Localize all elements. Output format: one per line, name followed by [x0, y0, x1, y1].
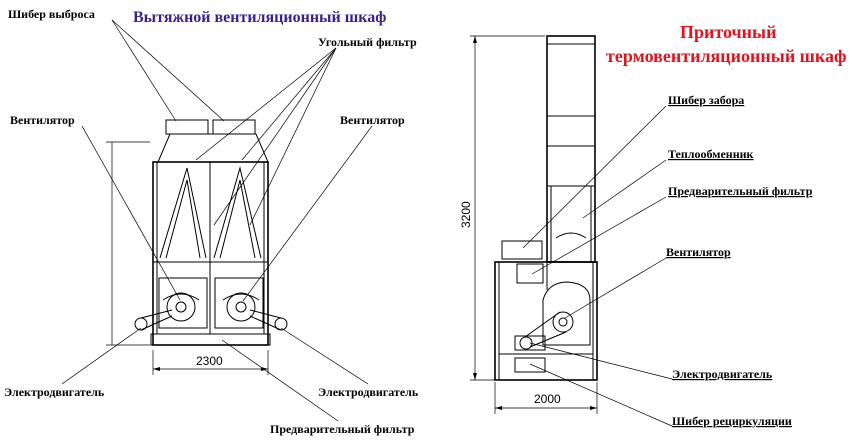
exhaust-width-dimension: 2300 [196, 354, 223, 368]
supply-title-line2: термовентиляционный шкаф [606, 46, 846, 66]
label-prefilter-left: Предварительный фильтр [270, 422, 415, 436]
intake-box [501, 240, 543, 260]
supply-duct [546, 35, 596, 263]
supply-title-line1: Приточный [680, 22, 776, 42]
label-prefilter-right: Предварительный фильтр [668, 184, 813, 198]
exhaust-outlet-right [212, 119, 256, 135]
label-motor-left: Электродвигатель [4, 385, 105, 399]
prefilter-block [516, 263, 544, 284]
label-heat-exchanger: Теплообменник [668, 147, 754, 161]
label-supply-fan: Вентилятор [666, 245, 731, 259]
supply-cabinet: Приточный термовентиляционный шкаф [459, 22, 846, 428]
exhaust-hood [157, 133, 269, 163]
supply-fan-housing [542, 281, 591, 346]
fan-left [166, 292, 196, 322]
label-fan-left: Вентилятор [10, 113, 75, 127]
label-supply-motor: Электродвигатель [672, 367, 773, 381]
exhaust-base [150, 333, 271, 346]
recirc-damper [514, 357, 546, 373]
supply-width-dimension: 2000 [534, 392, 561, 406]
exhaust-title: Вытяжной вентиляционный шкаф [133, 9, 386, 26]
exhaust-outlet-left [165, 119, 209, 135]
label-intake-damper: Шибер забора [668, 93, 744, 107]
fan-right [226, 292, 256, 322]
label-fan-right: Вентилятор [340, 113, 405, 127]
carbon-filter-right [213, 166, 262, 259]
exhaust-cabinet: Вытяжной вентиляционный шкаф [4, 7, 419, 436]
supply-fan [552, 311, 574, 333]
supply-body [494, 261, 598, 381]
label-motor-right: Электродвигатель [318, 385, 419, 399]
supply-height-dimension: 3200 [459, 201, 473, 228]
label-recirc-damper: Шибер рециркуляции [672, 414, 792, 428]
supply-motor [519, 336, 533, 350]
label-exhaust-damper: Шибер выброса [8, 7, 95, 21]
label-carbon-filter: Угольный фильтр [318, 35, 417, 49]
carbon-filter-left [159, 167, 207, 259]
